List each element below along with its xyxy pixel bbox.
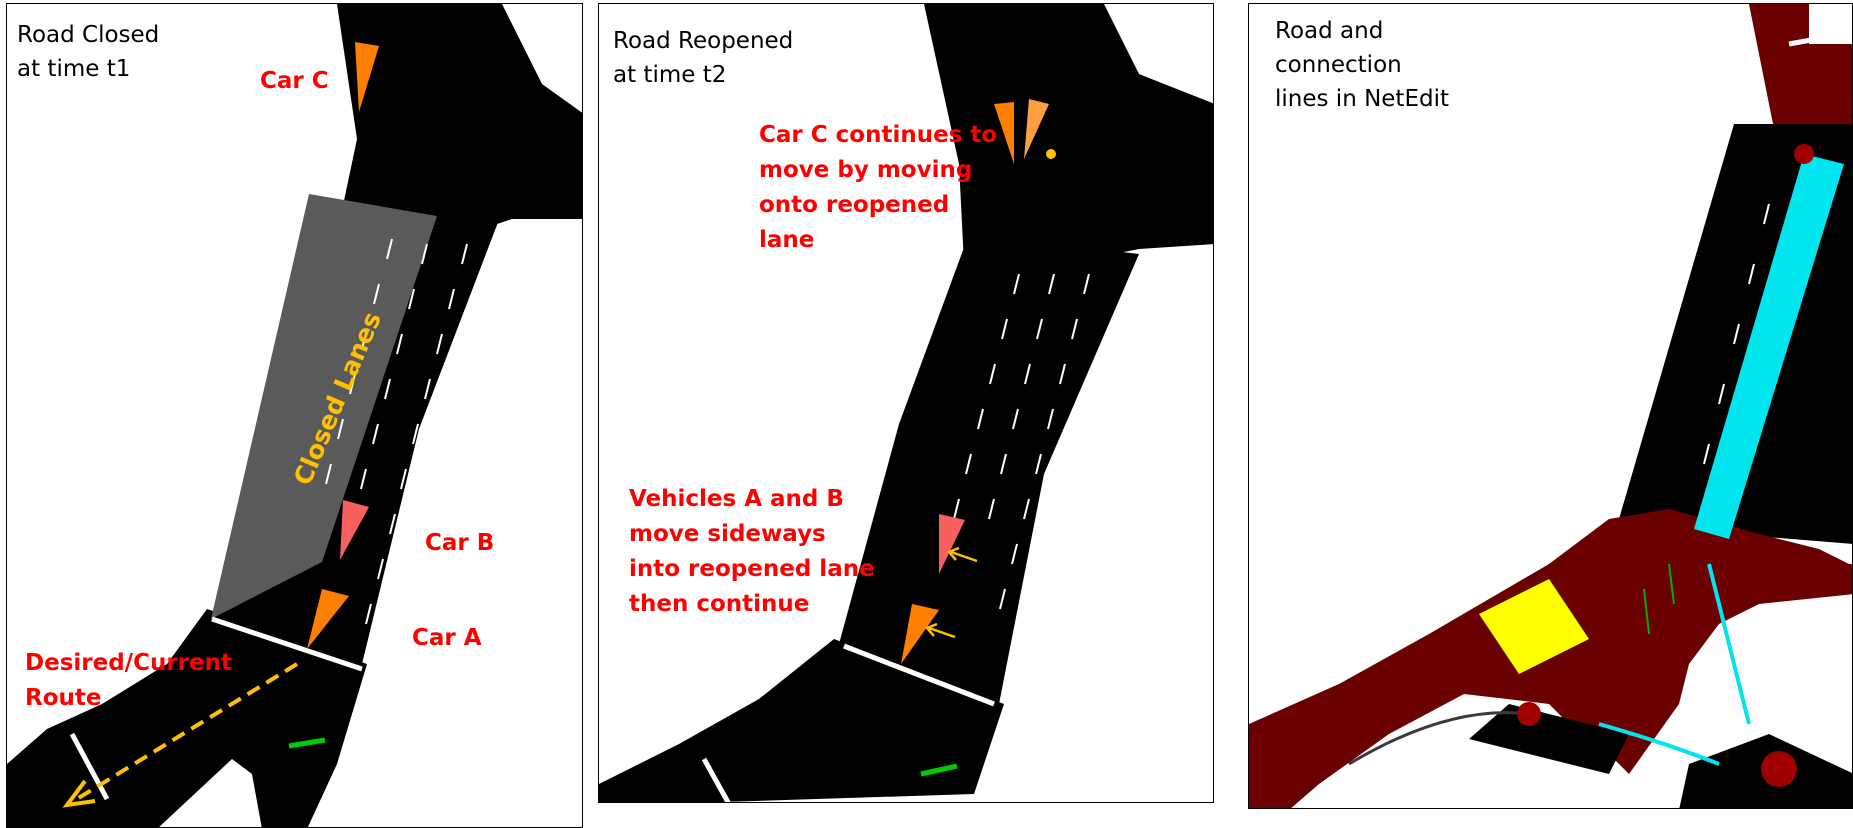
car-a-label: Car A: [412, 625, 482, 651]
car-a: [901, 604, 939, 664]
panel-netedit: Road and connection lines in NetEdit: [1248, 3, 1853, 809]
car-c-note: Car C continues to move by moving onto r…: [759, 122, 998, 253]
selected-lane: [1694, 154, 1844, 539]
stop-line-left: [701, 757, 731, 802]
sideways-arrows: [924, 546, 978, 639]
junction-node: [1517, 702, 1541, 726]
road-network-map: [599, 4, 1213, 802]
pedestrian-crossing: [1479, 579, 1589, 674]
panel-road-closed: Road Closed at time t1 Car C Car B Car A…: [6, 3, 583, 828]
car-a: [307, 589, 349, 649]
car-b-label: Car B: [425, 530, 495, 556]
vehicles-ab-note: Vehicles A and B move sideways into reop…: [629, 486, 875, 617]
car-c: [355, 42, 379, 112]
stop-line: [843, 643, 995, 707]
car-c: [994, 102, 1014, 164]
car-c-ghost: [1024, 99, 1049, 159]
lane-markings: [953, 12, 1161, 610]
road-network-map: [7, 4, 582, 827]
stop-line: [211, 616, 363, 672]
edge-upper: [1749, 4, 1852, 154]
car-b: [340, 500, 369, 560]
edge-junction: [1249, 509, 1852, 808]
car-c-label: Car C: [260, 68, 329, 94]
panel-title: Road and connection lines in NetEdit: [1275, 18, 1449, 112]
closed-lanes-area: [211, 194, 437, 619]
route-label: Desired/Current Route: [25, 650, 232, 711]
lane-markings: [325, 12, 574, 625]
junction-node: [1761, 751, 1797, 787]
car-b: [939, 514, 965, 574]
route-arrow: [62, 662, 299, 808]
connection-lines: [1348, 563, 1751, 766]
edge-lower: [1469, 704, 1629, 774]
traffic-light-bar: [288, 737, 326, 749]
junction-node: [1794, 144, 1814, 164]
road-junction-lower: [7, 609, 367, 827]
traffic-light-bar: [920, 763, 958, 777]
lane-markings: [1703, 31, 1845, 465]
panel-title: Road Closed at time t1: [17, 22, 160, 82]
panel-title: Road Reopened at time t2: [613, 28, 794, 88]
netedit-network-map: [1249, 4, 1852, 808]
panel-road-reopened: Road Reopened at time t2 Car C continues…: [598, 3, 1214, 803]
road-junction-lower: [599, 639, 1004, 802]
stop-line-left: [69, 732, 110, 801]
car-c-marker: [1046, 149, 1056, 159]
road-upper: [924, 4, 1213, 294]
road-main: [839, 234, 1139, 704]
